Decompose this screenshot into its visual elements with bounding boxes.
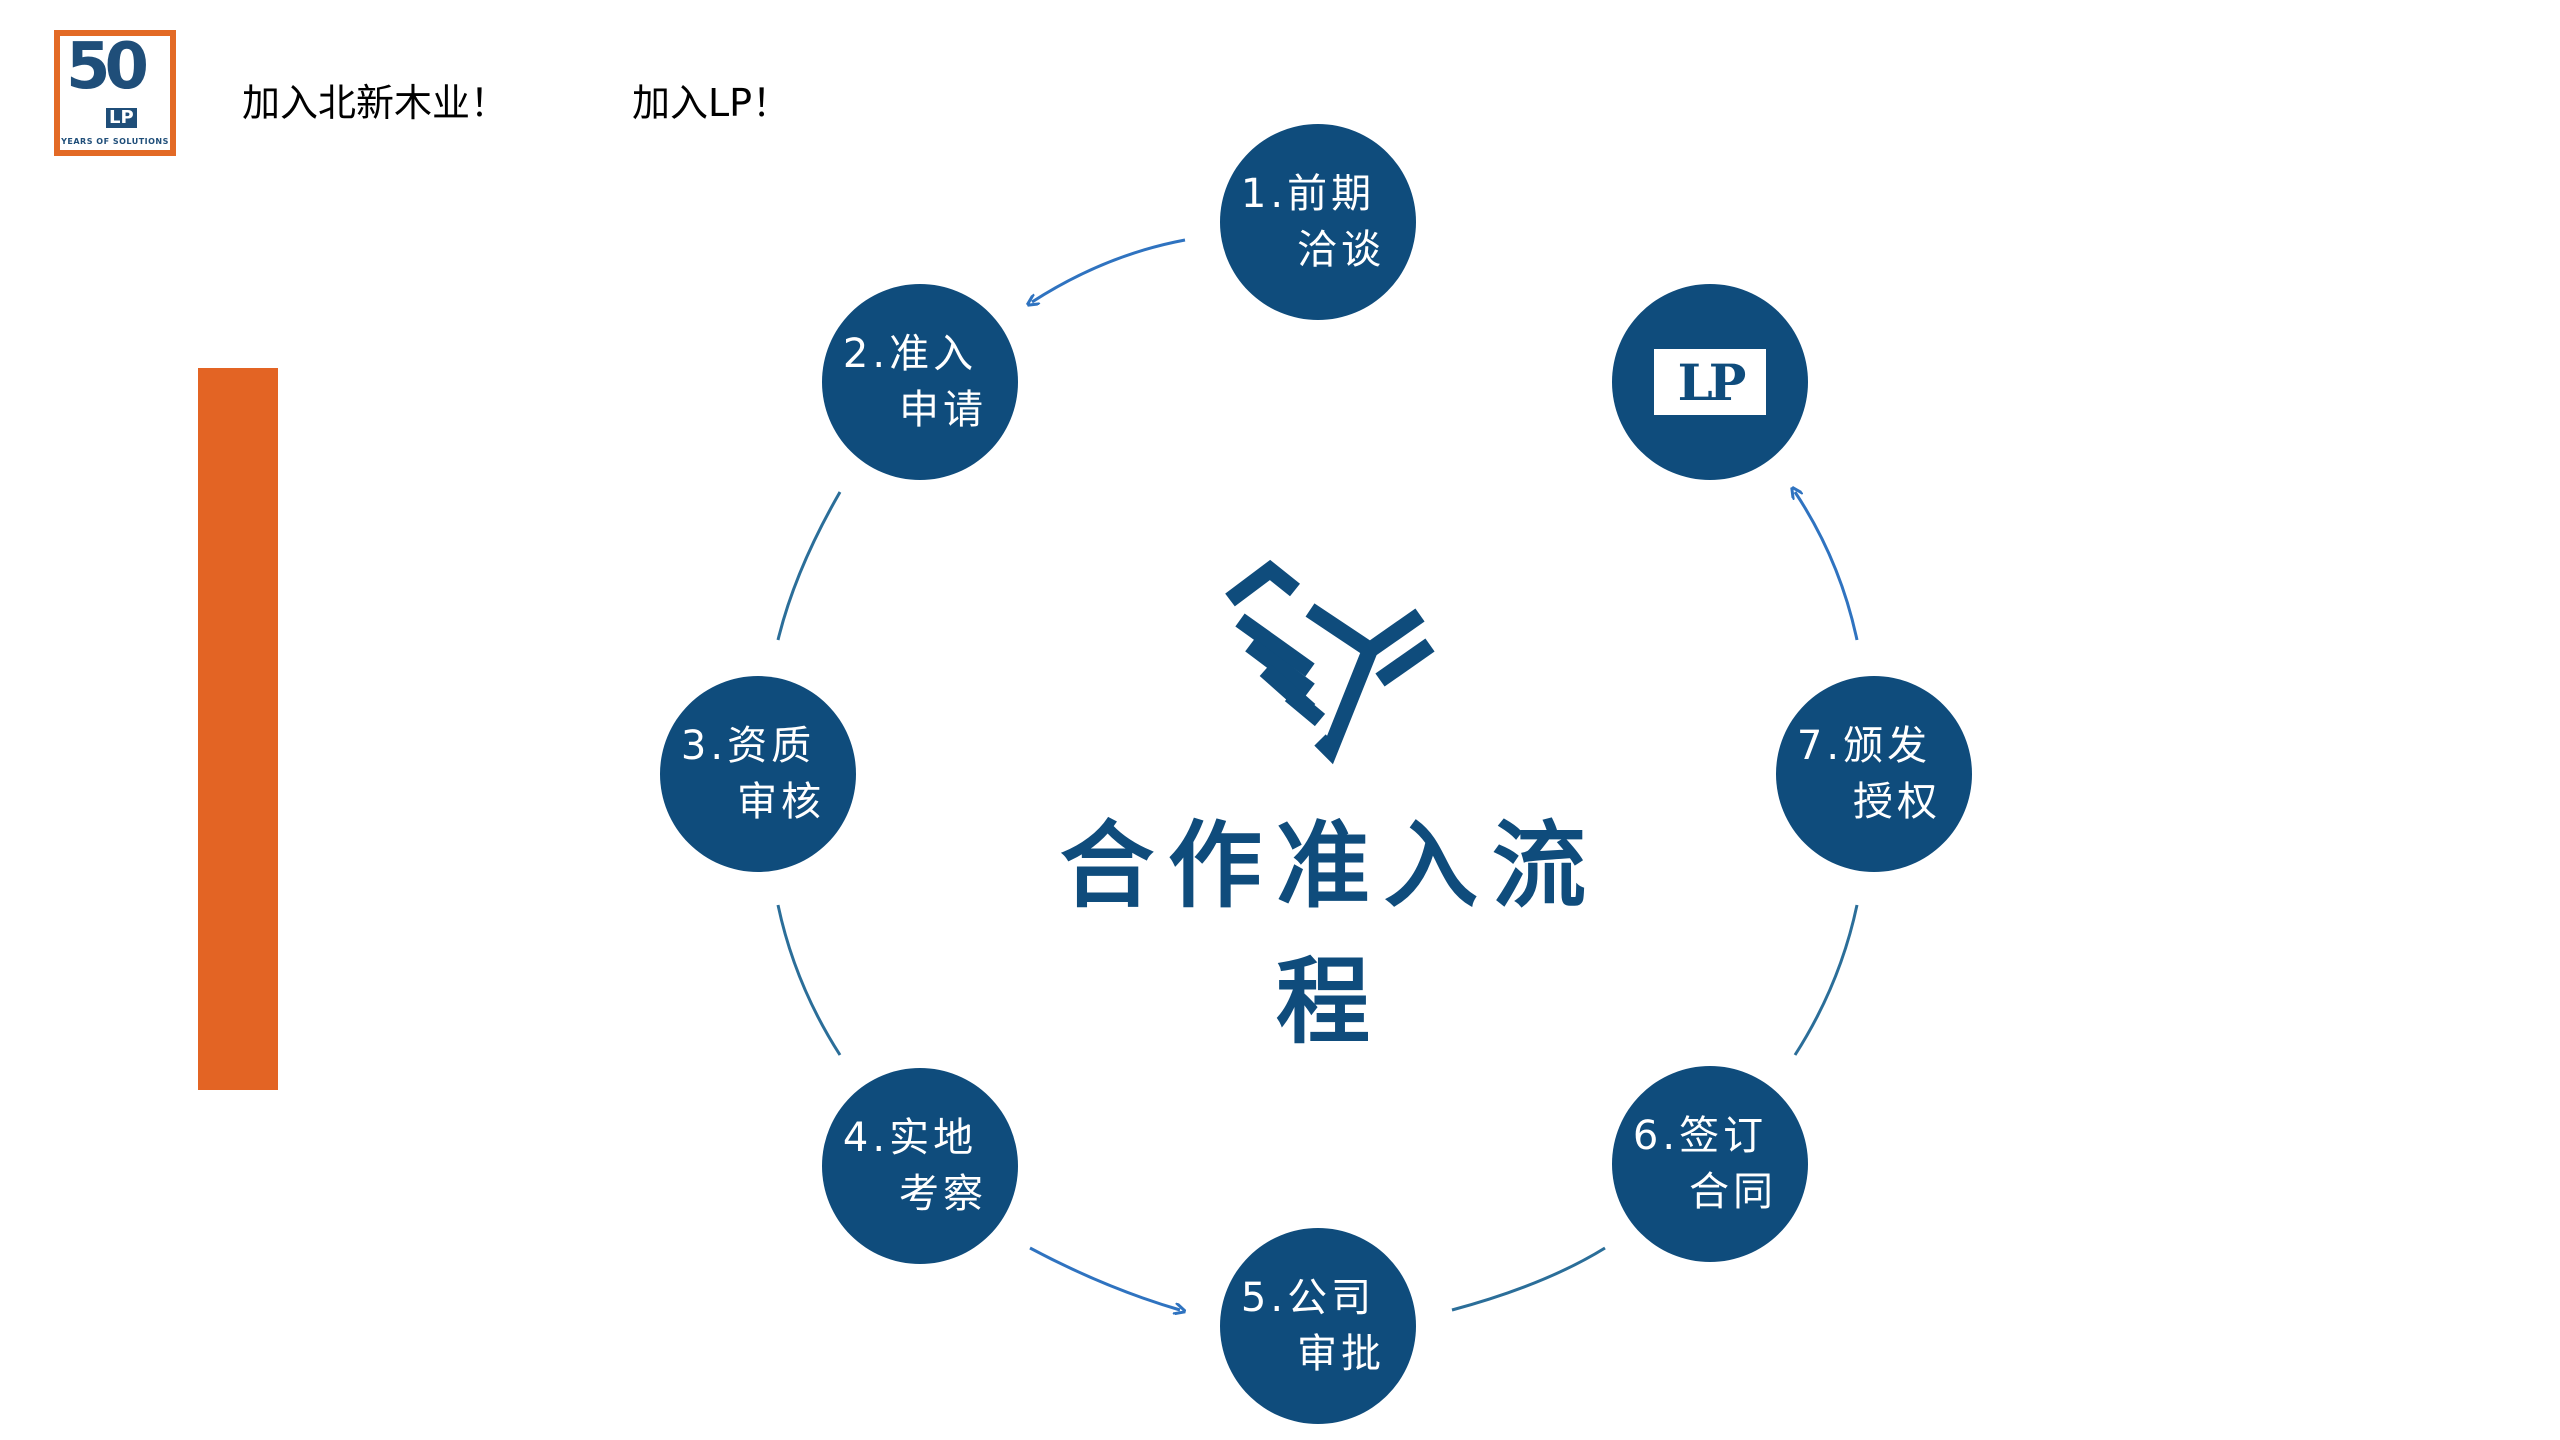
step-4-node[interactable]: 4.实地 考察 (822, 1068, 1018, 1264)
step-1-label-line2: 洽谈 (1297, 227, 1385, 273)
step-3-label-line2: 审核 (737, 779, 825, 825)
connector-7-lp (1795, 492, 1859, 641)
step-1-label-line1: 1.前期 (1240, 171, 1376, 217)
step-7-label-line1: 7.颁发 (1796, 723, 1932, 769)
handshake-icon (1225, 559, 1435, 765)
header-text-2: 加入LP！ (632, 81, 791, 125)
step-3-node[interactable]: 3.资质 审核 (660, 676, 856, 872)
header-text-1: 加入北新木业！ (242, 81, 509, 125)
step-1-node[interactable]: 1.前期 洽谈 (1220, 124, 1416, 320)
step-4-label-line1: 4.实地 (842, 1115, 978, 1161)
step-6-node[interactable]: 6.签订 合同 (1612, 1066, 1808, 1262)
connector-3-4 (776, 904, 842, 1056)
connector-6-7 (1793, 904, 1859, 1056)
connector-4-5 (1029, 1246, 1180, 1310)
step-7-label-line2: 授权 (1853, 779, 1941, 825)
logo-inner: 50 LP YEARS OF SOLUTIONS (60, 30, 170, 150)
company-logo: 50 LP YEARS OF SOLUTIONS (54, 30, 176, 156)
accent-bar (198, 368, 278, 1090)
lp-logo-icon: LP (1654, 349, 1766, 415)
diagram-title: 合作准入流程 (1059, 812, 1600, 1057)
connector-1-2 (1032, 238, 1186, 302)
step-5-label-line1: 5.公司 (1240, 1275, 1376, 1321)
step-2-label-line1: 2.准入 (842, 331, 978, 377)
step-2-node[interactable]: 2.准入 申请 (822, 284, 1018, 480)
logo-tagline: YEARS OF SOLUTIONS (61, 137, 169, 146)
step-2-label-line2: 申请 (899, 387, 987, 433)
connector-2-3 (776, 491, 842, 641)
step-5-label-line2: 审批 (1297, 1331, 1385, 1377)
step-7-node[interactable]: 7.颁发 授权 (1776, 676, 1972, 872)
step-6-label-line2: 合同 (1689, 1169, 1777, 1215)
logo-number: 50 (66, 30, 149, 104)
connector-5-6 (1451, 1246, 1606, 1312)
step-6-label-line1: 6.签订 (1632, 1113, 1768, 1159)
step-5-node[interactable]: 5.公司 审批 (1220, 1228, 1416, 1424)
step-3-label-line1: 3.资质 (680, 723, 816, 769)
final-lp-node[interactable]: LP (1612, 284, 1808, 480)
logo-mark: LP (106, 108, 137, 128)
step-4-label-line2: 考察 (899, 1171, 987, 1217)
